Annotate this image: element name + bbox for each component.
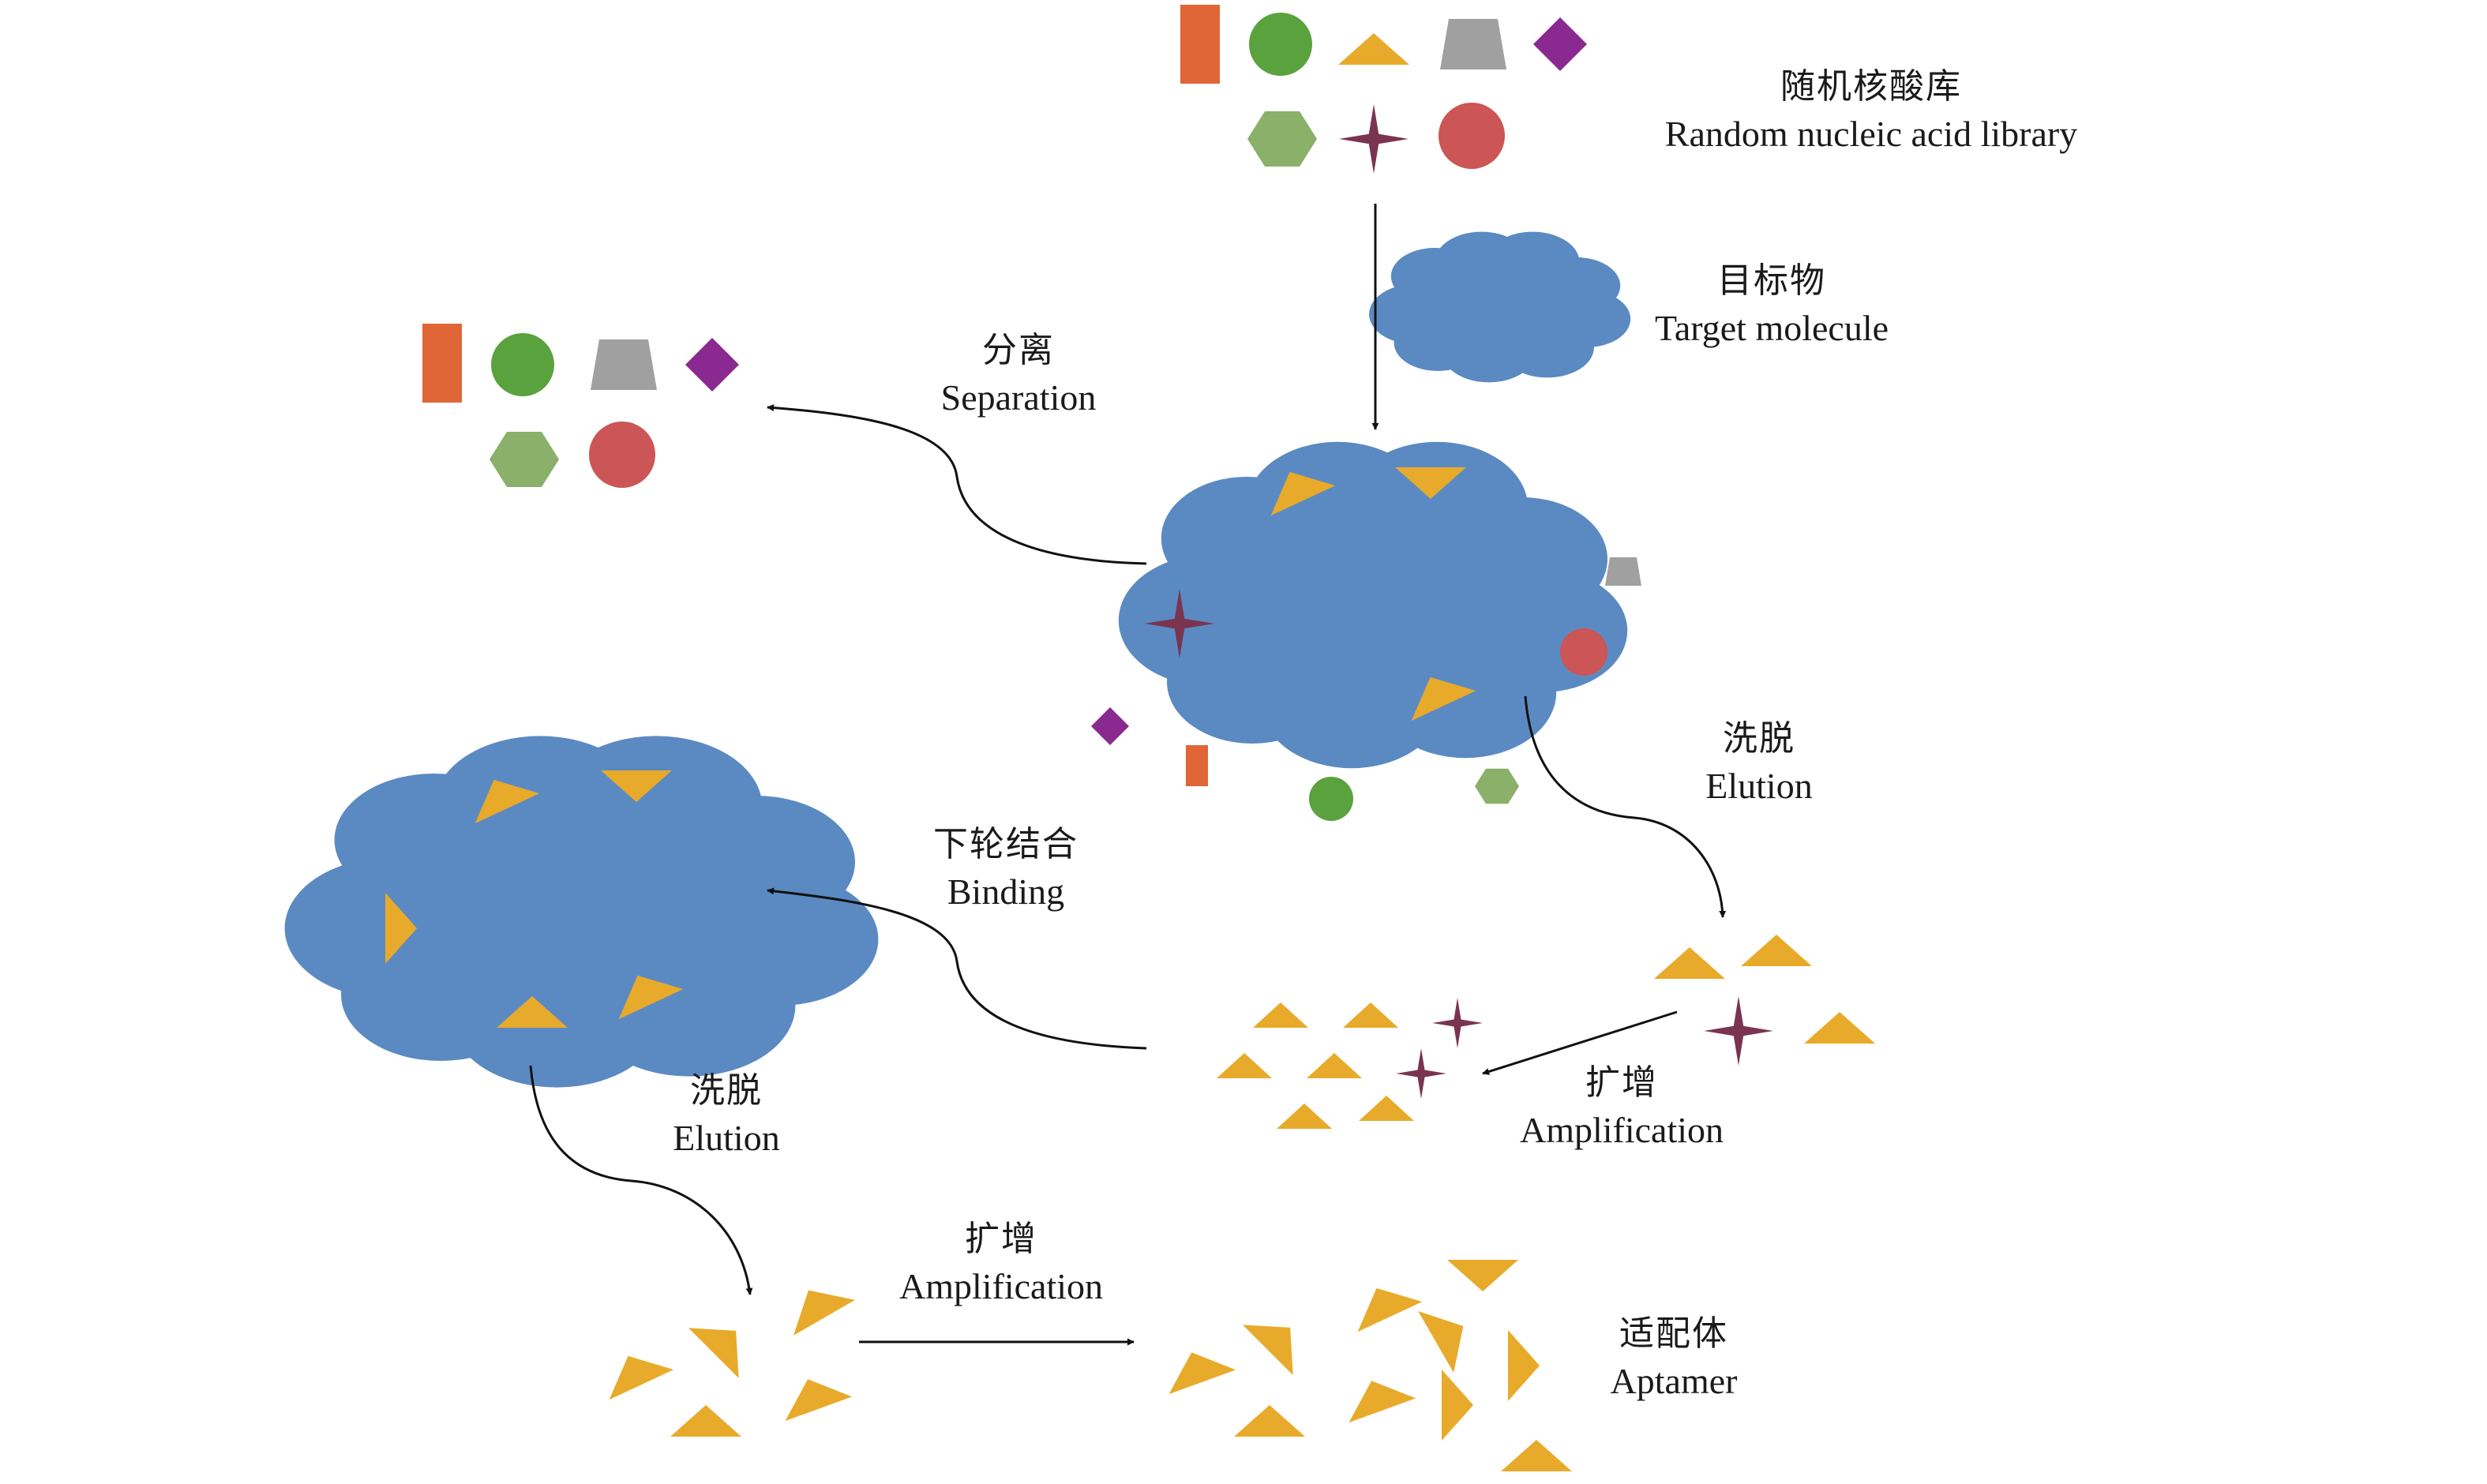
library-circle-red [1439, 103, 1505, 169]
arrow-amplification-1 [1482, 1010, 1678, 1075]
aptamer-triangle [688, 1328, 739, 1378]
library-label-en: Random nucleic acid library [1664, 114, 2078, 154]
diamond-shape [1091, 707, 1129, 745]
aptamer-triangle [1253, 1002, 1308, 1028]
amplification-label-1: 扩增 Amplification [1520, 1059, 1724, 1154]
arrow-elution-1 [1524, 695, 1727, 918]
cloud-lobe [391, 785, 756, 1028]
arrows-layer [529, 204, 1727, 1346]
aptamer-triangle [1501, 1440, 1572, 1471]
aptamer-label-zh: 适配体 [1619, 1313, 1728, 1354]
elution-label-1-en: Elution [1705, 766, 1813, 806]
star-shape [1704, 996, 1773, 1066]
aptamer-triangle [1349, 1381, 1416, 1423]
amplification-label-2-en: Amplification [898, 1266, 1104, 1306]
separation-label-en: Separation [940, 377, 1097, 418]
target-label-zh: 目标物 [1717, 260, 1826, 301]
aptamer-triangle [1411, 676, 1476, 721]
aptamer-triangle [1508, 1330, 1540, 1401]
arrow-separation [767, 404, 1147, 565]
hexagon-shape [490, 431, 559, 488]
elution-label-1-zh: 洗脱 [1722, 718, 1795, 759]
arrow-elution-2 [529, 1065, 753, 1295]
aptamer-triangle [1277, 1104, 1332, 1129]
library-label: 随机核酸库 Random nucleic acid library [1665, 63, 2077, 158]
aptamer-triangle [1234, 1405, 1305, 1437]
amplification-label-1-en: Amplification [1519, 1110, 1724, 1150]
second-round-cloud [284, 736, 879, 1088]
unbound-circle-green [1309, 777, 1353, 821]
star-shape [1396, 1048, 1446, 1099]
aptamer-triangle [601, 770, 672, 802]
aptamer-triangle [793, 1290, 855, 1336]
star-shape [1339, 104, 1409, 174]
elution-label-2-zh: 洗脱 [689, 1070, 763, 1111]
aptamer-triangle [1168, 1352, 1236, 1395]
target-label-en: Target molecule [1654, 308, 1889, 348]
hexagon-shape [1247, 111, 1317, 167]
trapezoid-shape [1440, 19, 1506, 69]
aptamer-triangle [785, 1379, 853, 1422]
amplification-label-1-zh: 扩增 [1585, 1062, 1658, 1103]
aptamer-triangle [497, 996, 568, 1028]
aptamer-triangle [1359, 1096, 1414, 1121]
aptamer-triangle [385, 893, 417, 964]
target-cloud [1369, 231, 1631, 383]
unbound-rectangle [1186, 745, 1208, 786]
diamond-shape [685, 338, 739, 392]
aptamer-triangle [1804, 1012, 1875, 1044]
amplification-label-2-zh: 扩增 [965, 1219, 1037, 1259]
binding-label: 下轮结合 Binding [933, 821, 1078, 916]
aptamer-triangle [1243, 1325, 1293, 1375]
elution-label-1: 洗脱 Elution [1705, 715, 1812, 810]
target-label: 目标物 Target molecule [1655, 257, 1889, 352]
aptamer-triangle [1741, 935, 1812, 966]
star-shape [1432, 998, 1483, 1048]
aptamer-triangle [1442, 1370, 1473, 1441]
aptamer-triangle [1338, 33, 1409, 65]
elution-label-2: 洗脱 Elution [673, 1067, 779, 1162]
diamond-shape [1533, 17, 1587, 71]
star-shape [1145, 589, 1214, 658]
aptamer-triangle [1270, 471, 1336, 516]
elution-label-2-en: Elution [673, 1118, 780, 1158]
library-rectangle [1180, 5, 1220, 84]
aptamer-triangle [618, 975, 684, 1020]
unbound-circle-red [1560, 628, 1607, 676]
discarded-rectangle [422, 324, 462, 403]
aptamer-triangle [1307, 1053, 1362, 1078]
aptamer-triangle [1654, 947, 1725, 979]
aptamer-triangle [609, 1355, 674, 1400]
library-label-zh: 随机核酸库 [1780, 66, 1962, 107]
trapezoid-shape [591, 339, 657, 390]
hexagon-shape [1475, 768, 1519, 804]
library-circle-green [1249, 13, 1312, 76]
discarded-circle-green [491, 333, 554, 396]
discarded-circle-red [589, 422, 655, 488]
trapezoid-shape [1605, 557, 1641, 586]
separation-label: 分离 Separation [941, 327, 1097, 422]
aptamer-triangle [1418, 1311, 1464, 1373]
aptamer-triangle [475, 779, 540, 824]
amplification-label-2: 扩增 Amplification [899, 1216, 1103, 1310]
binding-label-zh: 下轮结合 [933, 824, 1078, 864]
aptamer-triangle [670, 1405, 741, 1437]
cloud-lobe [1210, 487, 1522, 713]
arrow-binding [767, 887, 1147, 1050]
cloud-lobe [1416, 253, 1577, 357]
binding-label-en: Binding [947, 871, 1065, 912]
aptamer-label: 适配体 Aptamer [1611, 1310, 1738, 1405]
binding-complex-cloud [1118, 441, 1628, 769]
aptamer-triangle [1447, 1260, 1518, 1291]
aptamer-triangle [1217, 1053, 1272, 1078]
aptamer-triangle [1395, 467, 1466, 499]
separation-label-zh: 分离 [982, 330, 1055, 370]
aptamer-label-en: Aptamer [1610, 1361, 1738, 1401]
aptamer-triangle [1357, 1287, 1423, 1332]
shapes-layer [284, 5, 1875, 1471]
aptamer-triangle [1343, 1002, 1398, 1028]
